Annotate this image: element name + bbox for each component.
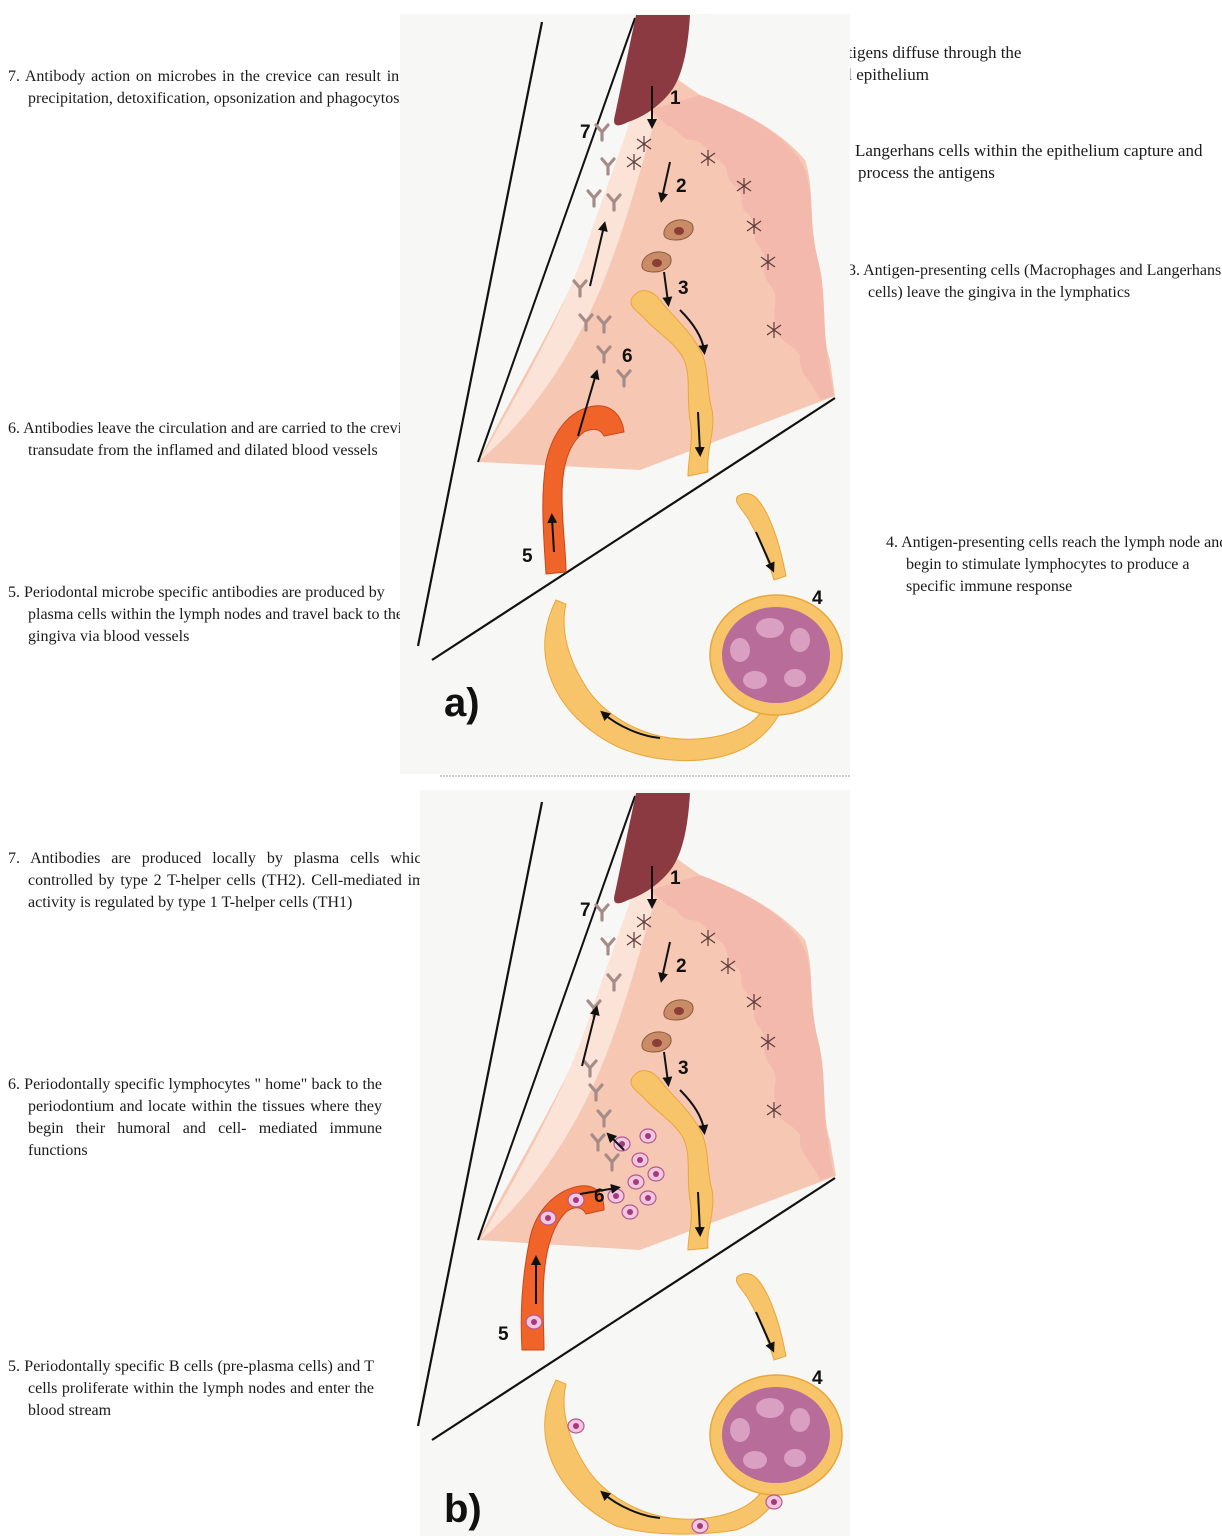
num-6-b: 6	[594, 1186, 605, 1207]
num-7-a: 7	[580, 122, 591, 143]
num-3-b: 3	[678, 1058, 689, 1079]
num-5-b: 5	[498, 1324, 509, 1345]
num-1-a: 1	[670, 88, 681, 109]
num-2-b: 2	[676, 956, 687, 977]
num-5-a: 5	[522, 546, 533, 567]
num-4-b: 4	[812, 1368, 823, 1389]
num-6-a: 6	[622, 346, 633, 367]
panel-b-label: b)	[444, 1487, 482, 1531]
panel-a-label: a)	[444, 681, 480, 725]
panel-b: 1 2 3 4 5 6 7 b)	[418, 790, 850, 1536]
num-2-a: 2	[676, 176, 687, 197]
num-3-a: 3	[678, 278, 689, 299]
num-4-a: 4	[812, 588, 823, 609]
panel-a: 1 2 3 4 5 6 7 a)	[400, 14, 850, 774]
num-7-b: 7	[580, 900, 591, 921]
num-1-b: 1	[670, 868, 681, 889]
